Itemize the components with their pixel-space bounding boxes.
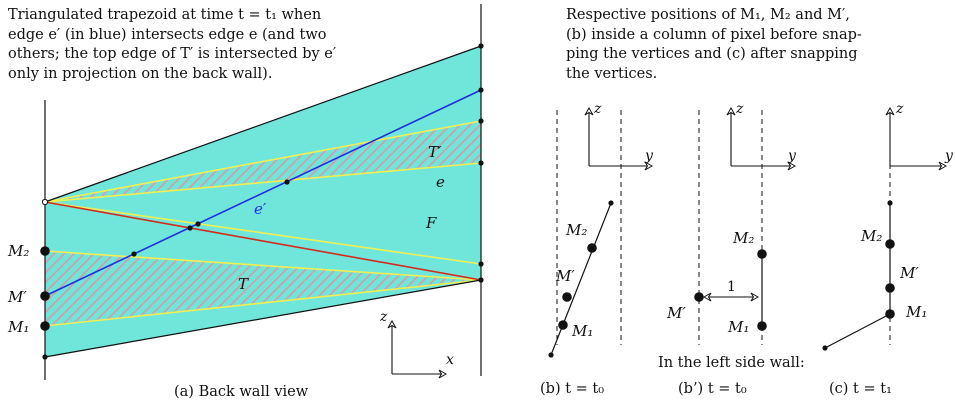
label-f: F: [425, 214, 437, 232]
triangulation-edges: [44, 120, 482, 327]
edge-e-prime: [44, 89, 482, 297]
vertex-m1: [558, 320, 568, 330]
trapezoid-bottom-edge: [44, 279, 482, 358]
intersection-point: [284, 179, 290, 185]
left-caption-line: edge e′ (in blue) intersects edge e (and…: [8, 26, 327, 43]
axis-y-label: y: [787, 148, 797, 164]
vertex-m2: [40, 246, 50, 256]
intersection-point: [195, 221, 201, 227]
label-m-prime: M′: [666, 304, 686, 322]
right-caption-line: the vertices.: [566, 65, 658, 82]
label-e: e: [436, 173, 445, 191]
right-wall-vertices: [478, 43, 484, 283]
edge-segment: [550, 202, 612, 356]
vertex-m1: [757, 321, 767, 331]
right-caption: Respective positions of M₁, M₂ and M′, (…: [566, 6, 948, 84]
distance-label: 1: [727, 279, 736, 295]
vertex: [478, 160, 484, 166]
axis-y-label: y: [644, 148, 654, 164]
subcaption-c: (c) t = t₁: [829, 381, 892, 397]
axis-y-label: y: [944, 148, 954, 164]
label-m-prime: M′: [7, 288, 27, 306]
right-caption-line: Respective positions of M₁, M₂ and M′,: [566, 7, 850, 23]
vertex-m1: [40, 321, 50, 331]
vertex-left-top: [41, 198, 49, 206]
axis-z-label: z: [735, 101, 744, 117]
label-m1: M₁: [727, 318, 749, 336]
right-caption-line: ping the vertices and (c) after snapping: [566, 46, 858, 62]
vertex-m1: [885, 309, 895, 319]
label-m1: M₁: [571, 322, 593, 340]
vertex-m-prime: [694, 292, 704, 302]
axis-z-label: z: [379, 309, 388, 325]
label-m1: M₁: [905, 303, 927, 321]
vertex: [478, 118, 484, 124]
axis-x-label: x: [446, 352, 454, 368]
vertex: [822, 345, 828, 351]
panel-b: z y M₂ M′ M₁ (b) t = t₀: [540, 101, 654, 397]
subcaption-a: (a) Back wall view: [174, 384, 309, 400]
label-m-prime: M′: [899, 264, 919, 282]
heading-left-side-wall: In the left side wall:: [658, 355, 805, 371]
vertex: [478, 43, 484, 49]
vertex: [887, 200, 893, 206]
panel-b-prime: z y 1 M₂ M′ M₁ In the left side wall: (b…: [658, 101, 805, 397]
vertex-left-bottom: [42, 354, 48, 360]
label-t-prime: T′: [428, 143, 442, 161]
vertex: [478, 261, 484, 267]
axis-z-label: z: [895, 101, 904, 117]
left-caption-line: Triangulated trapezoid at time t = t₁ wh…: [8, 7, 322, 23]
vertex: [548, 352, 554, 358]
label-m1: M₁: [7, 318, 29, 336]
back-wall-view: T′ e e′ F T M₂ M′ M₁ z x (a) Back wall v…: [7, 4, 484, 400]
left-caption-line: others; the top edge of T′ is intersecte…: [8, 46, 337, 62]
subcaption-b: (b) t = t₀: [540, 381, 604, 397]
right-caption-line: (b) inside a column of pixel before snap…: [566, 26, 862, 43]
label-m2: M₂: [732, 229, 754, 247]
label-m2: M₂: [7, 242, 29, 260]
left-caption: Triangulated trapezoid at time t = t₁ wh…: [8, 6, 428, 84]
vertex: [608, 200, 614, 206]
triangle-t: [45, 251, 481, 326]
vertex-m2: [757, 249, 767, 259]
label-m-prime: M′: [555, 267, 575, 285]
label-t: T: [238, 275, 249, 293]
vertex: [478, 87, 484, 93]
intersection-point: [131, 251, 137, 257]
vertex-m-prime: [562, 292, 572, 302]
vertex-m2: [885, 239, 895, 249]
intersection-point: [187, 225, 193, 231]
left-caption-line: only in projection on the back wall).: [8, 65, 273, 82]
vertex-m-prime: [885, 283, 895, 293]
intersection-points: [131, 179, 290, 257]
axis-z-label: z: [593, 101, 602, 117]
label-m2: M₂: [860, 227, 882, 245]
panel-c: z y M₂ M′ M₁ (c) t = t₁: [822, 101, 954, 397]
red-edge: [44, 201, 482, 281]
edge-segment: [824, 313, 891, 349]
vertex-m2: [587, 243, 597, 253]
label-e-prime: e′: [254, 200, 267, 218]
vertex-m-prime: [40, 291, 50, 301]
vertex: [478, 277, 484, 283]
label-m2: M₂: [565, 221, 587, 239]
subcaption-b-prime: (b’) t = t₀: [678, 381, 747, 397]
trapezoid-top-edge: [44, 45, 482, 203]
